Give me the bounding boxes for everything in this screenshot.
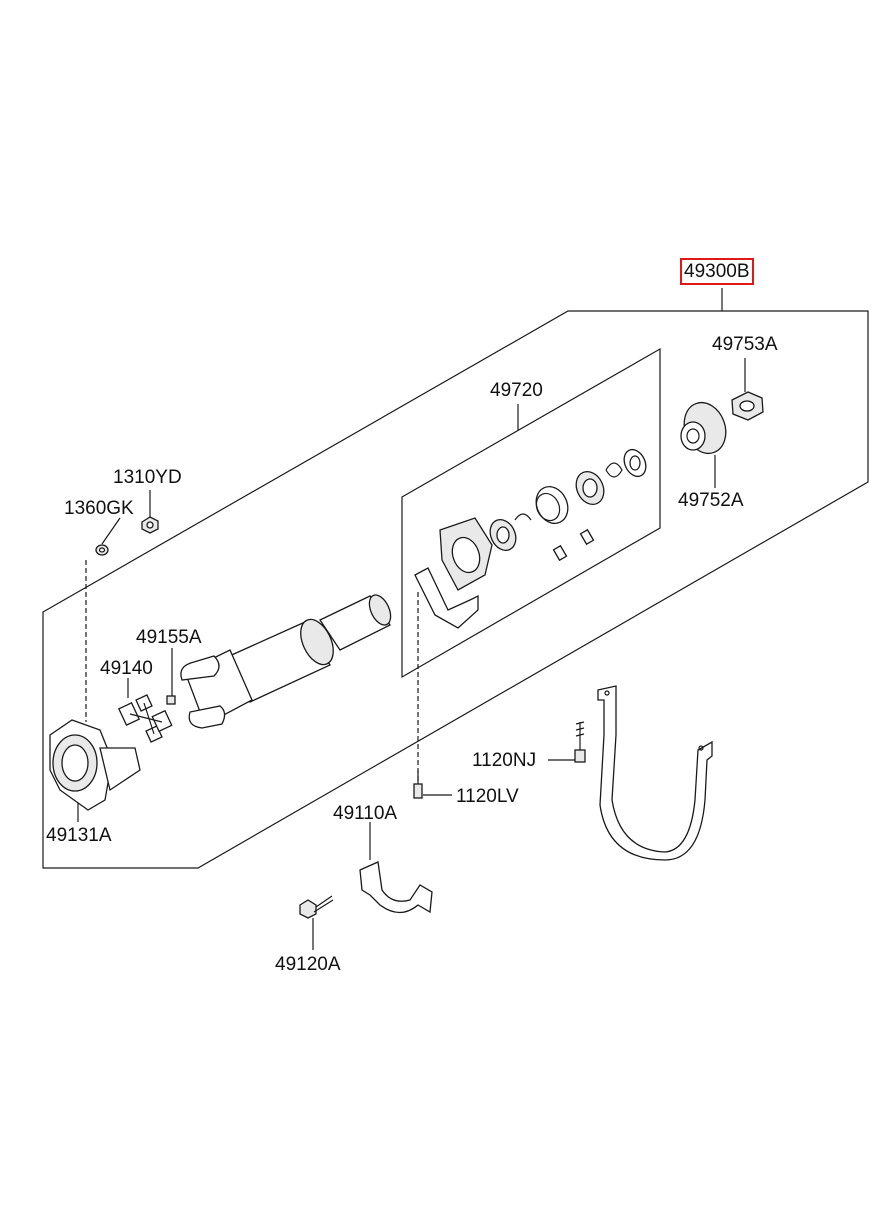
washer-1360GK: [95, 544, 109, 556]
nut-1310YD: [141, 516, 159, 534]
assembly-frame-49300B: [42, 310, 869, 869]
part-label-49753A: 49753A: [712, 334, 778, 355]
part-label-49300B: 49300B: [680, 258, 754, 285]
part-label-1310YD: 1310YD: [113, 467, 182, 488]
part-label-1360GK: 1360GK: [64, 498, 134, 519]
part-label-49110A: 49110A: [333, 803, 398, 824]
part-label-49752A: 49752A: [678, 490, 744, 511]
bolt-1120NJ: [574, 721, 586, 763]
clamp-49110A: [359, 861, 433, 914]
part-label-1120LV: 1120LV: [456, 786, 519, 807]
universal-joint-49140: [117, 694, 173, 743]
companion-flange-49752A: [680, 401, 727, 455]
bolt-1120LV: [413, 770, 423, 799]
flange-yoke-49131A: [49, 719, 141, 811]
part-label-49140: 49140: [100, 658, 153, 679]
grease-fitting-49155A: [166, 695, 176, 705]
part-label-49120A: 49120A: [275, 954, 341, 975]
hex-nut-49753A: [731, 391, 764, 421]
center-bearing-parts-49720: [414, 448, 647, 629]
driveshaft-tube: [180, 594, 392, 729]
subassembly-frame-49720: [401, 347, 661, 679]
part-label-49155A: 49155A: [136, 627, 202, 648]
part-label-1120NJ: 1120NJ: [472, 750, 537, 771]
support-bracket: [597, 685, 713, 861]
part-label-49131A: 49131A: [46, 825, 112, 846]
part-label-49720: 49720: [490, 380, 543, 401]
bolt-49120A: [299, 895, 334, 919]
